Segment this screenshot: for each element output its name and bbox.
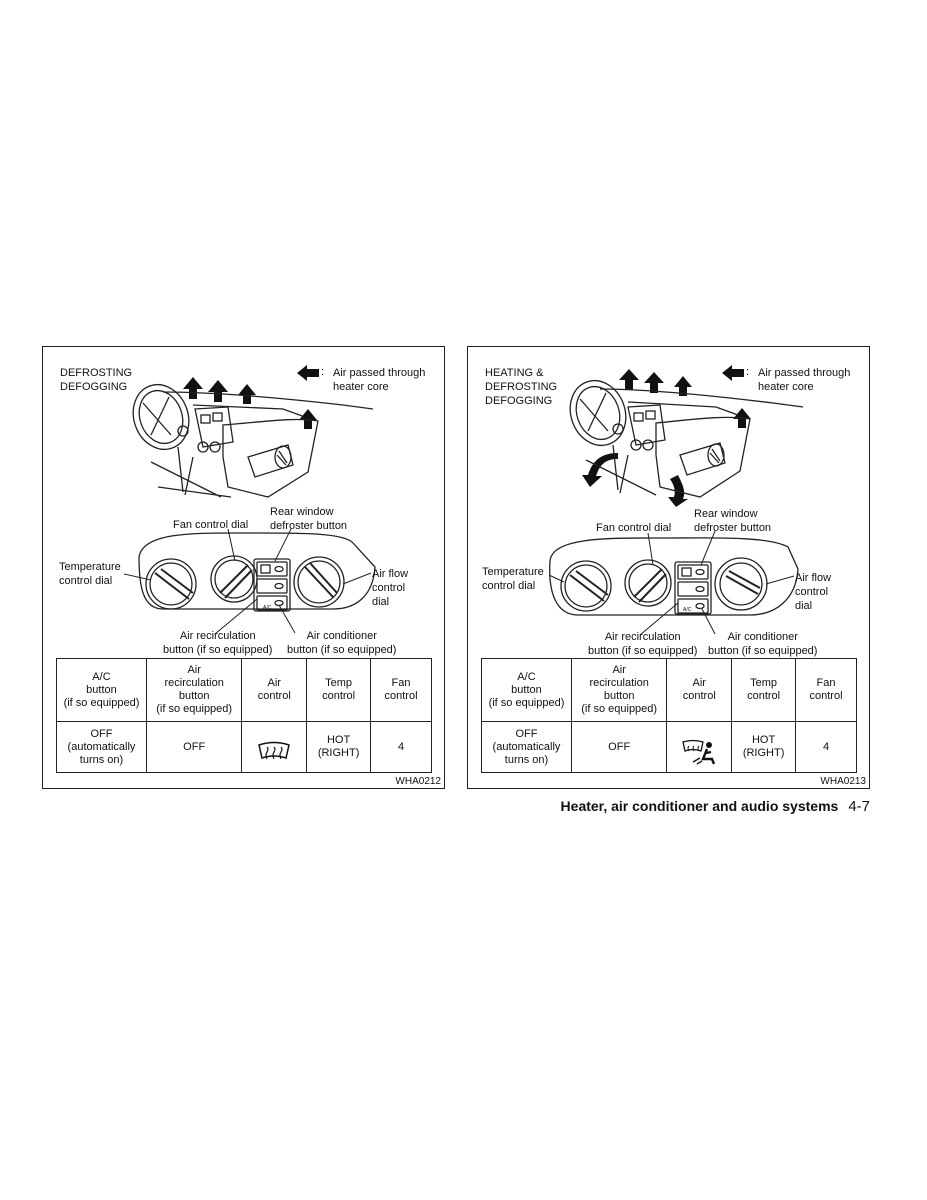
heating-defrost-diagram-panel: A/C HEATING & DEFROSTING DEFOGGING : Air… [467, 346, 870, 789]
legend-text: Air passed through heater core [758, 367, 851, 393]
cell-fan: 4 [370, 721, 432, 773]
air-conditioner-button-label: Air conditioner button (if so equipped) [287, 630, 397, 656]
dashboard-illustration: A/C [123, 365, 376, 635]
leader-lines [123, 528, 372, 635]
figure-code: WHA0212 [395, 776, 441, 787]
cell-recirc: OFF [570, 721, 668, 773]
cell-recirc: OFF [145, 721, 243, 773]
header-fan-control: Fan control [370, 658, 432, 722]
header-temp-control: Temp control [306, 658, 372, 722]
defrost-floor-icon [682, 739, 716, 765]
cell-ac: OFF (automatically turns on) [56, 721, 147, 773]
air-flow-control-dial-label: Air flow control dial [795, 572, 832, 612]
dashboard-sketch [132, 383, 374, 498]
temperature-control-dial-label: Temperature control dial [59, 561, 121, 587]
settings-table: A/C button (if so equipped) Air recircul… [481, 658, 857, 773]
rear-window-defroster-label: Rear window defroster button [694, 508, 772, 534]
air-recirculation-button-label: Air recirculation button (if so equipped… [163, 630, 273, 656]
dashboard-sketch [569, 379, 804, 498]
leader-lines [548, 530, 795, 636]
air-flow-control-dial-label: Air flow control dial [372, 568, 409, 608]
defrost-diagram-panel: A/C DEFROSTING DEFOGGING : Air passed th… [42, 346, 445, 789]
table-row: OFF (automatically turns on) OFF HOT (RI… [481, 721, 857, 773]
header-recirc: Air recirculation button (if so equipped… [145, 658, 243, 722]
table-header-row: A/C button (if so equipped) Air recircul… [481, 658, 857, 722]
legend-colon: : [746, 366, 750, 378]
rear-window-defroster-label: Rear window defroster button [270, 506, 348, 532]
cell-fan: 4 [795, 721, 857, 773]
svg-text:A/C: A/C [263, 605, 272, 611]
mode-title: HEATING & DEFROSTING DEFOGGING [485, 367, 558, 407]
legend-colon: : [321, 366, 325, 378]
cell-temp: HOT (RIGHT) [306, 721, 372, 773]
cell-air-control [241, 721, 308, 773]
svg-text:A/C: A/C [683, 607, 692, 613]
defrost-icon [258, 741, 291, 759]
table-header-row: A/C button (if so equipped) Air recircul… [56, 658, 432, 722]
legend-text: Air passed through heater core [333, 367, 426, 393]
header-temp-control: Temp control [731, 658, 797, 722]
header-air-control: Air control [241, 658, 308, 722]
air-conditioner-button-label: Air conditioner button (if so equipped) [708, 631, 818, 657]
section-title: Heater, air conditioner and audio system… [560, 798, 839, 814]
cell-temp: HOT (RIGHT) [731, 721, 797, 773]
cell-air-control [666, 721, 733, 773]
page-footer: Heater, air conditioner and audio system… [500, 798, 870, 815]
air-recirculation-button-label: Air recirculation button (if so equipped… [588, 631, 698, 657]
fan-control-dial-label: Fan control dial [596, 522, 672, 534]
cell-ac: OFF (automatically turns on) [481, 721, 572, 773]
temperature-control-dial-label: Temperature control dial [482, 566, 544, 592]
dashboard-illustration: A/C [548, 365, 804, 636]
header-fan-control: Fan control [795, 658, 857, 722]
header-air-control: Air control [666, 658, 733, 722]
mode-title: DEFROSTING DEFOGGING [60, 367, 133, 393]
header-recirc: Air recirculation button (if so equipped… [570, 658, 668, 722]
table-row: OFF (automatically turns on) OFF HOT (RI… [56, 721, 432, 773]
fan-control-dial-label: Fan control dial [173, 519, 249, 531]
header-ac: A/C button (if so equipped) [481, 658, 572, 722]
figure-code: WHA0213 [820, 776, 866, 787]
air-flow-arrows [183, 377, 317, 429]
legend-arrow-icon [297, 365, 319, 381]
header-ac: A/C button (if so equipped) [56, 658, 147, 722]
control-panel-sketch [549, 537, 799, 616]
legend-arrow-icon [722, 365, 744, 381]
settings-table: A/C button (if so equipped) Air recircul… [56, 658, 432, 773]
page-number: 4-7 [848, 798, 870, 815]
control-panel-sketch [138, 532, 376, 612]
